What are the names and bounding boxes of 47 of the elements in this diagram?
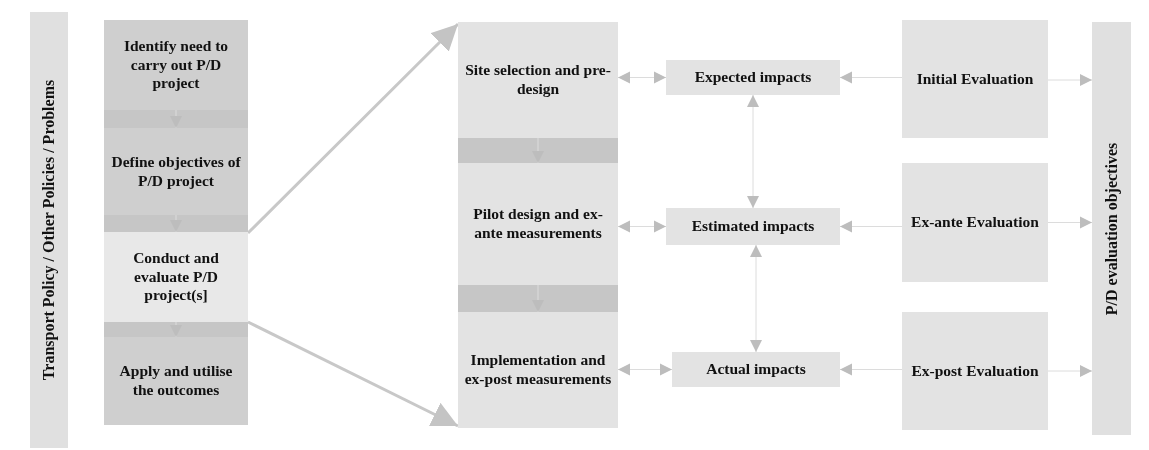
chevron-arrow [170,214,182,233]
process-box [104,128,248,215]
chevron-arrow [617,220,667,233]
process-box [104,20,248,110]
box-label: Site selection and pre-design [464,61,612,99]
box-label: Conduct and evaluate P/D project(s] [132,248,220,306]
vertical-label: Transport Policy / Other Policies / Problems [39,79,59,381]
chevron-arrow [839,363,903,376]
chevron-arrow [170,321,182,338]
process-box [902,163,1048,282]
process-box [902,20,1048,138]
process-box [672,352,840,387]
box-label: Ex-post Evaluation [911,361,1039,381]
process-box [458,22,618,138]
box-label: Implementation and ex-post measurements [463,351,613,389]
side-band [1092,22,1131,435]
process-box [458,163,618,285]
chevron-arrow [750,244,762,353]
box-label: Pilot design and ex-ante measurements [472,205,604,243]
chevron-arrow [532,137,544,164]
vertical-label: P/D evaluation objectives [1101,142,1122,315]
chevron-arrow [839,220,903,233]
process-box [666,208,840,245]
box-label: Identify need to carry out P/D project [122,36,230,94]
arrow [247,320,459,428]
box-label: Initial Evaluation [916,69,1034,89]
process-box [458,312,618,428]
process-box [902,312,1048,430]
box-label: Ex-ante Evaluation [911,213,1039,232]
box-label: Define objectives of P/D project [110,152,242,191]
chevron-arrow [532,284,544,313]
side-band [30,12,68,448]
box-label: Apply and utilise the outcomes [118,362,234,400]
chevron-arrow [617,363,673,376]
process-box [104,232,248,322]
box-label: Actual impacts [706,360,806,379]
chevron-arrow [1047,216,1093,229]
process-box [104,337,248,425]
box-label: Expected impacts [694,68,812,87]
chevron-arrow [839,71,903,84]
chevron-arrow [1047,74,1093,86]
chevron-arrow [1047,365,1093,377]
process-box [666,60,840,95]
box-label: Estimated impacts [691,217,815,236]
chevron-arrow [747,94,759,209]
chevron-arrow [617,71,667,84]
arrow [246,22,460,235]
